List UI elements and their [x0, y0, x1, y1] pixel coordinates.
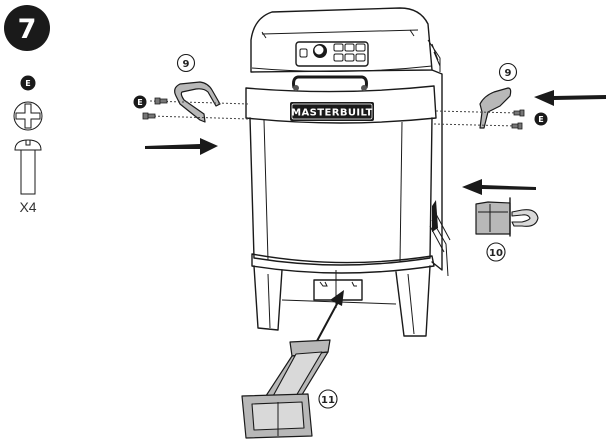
- screw-head-top-view-icon: [13, 101, 43, 131]
- callout-label: 10: [489, 248, 503, 259]
- hardware-quantity: X4: [19, 199, 36, 215]
- right-screw-badge: E: [534, 112, 548, 126]
- side-component-part: [475, 201, 511, 235]
- side-component-assembly: 10: [462, 179, 539, 262]
- left-screw-badge: E: [133, 95, 147, 109]
- callout-right-handle: 9: [498, 62, 518, 82]
- panel-button: [355, 43, 366, 52]
- hardware-badge-label: E: [25, 79, 30, 88]
- panel-button: [333, 43, 344, 52]
- handle-part: [174, 81, 221, 123]
- hardware-legend: E X4: [13, 75, 43, 215]
- svg-text:E: E: [137, 98, 142, 107]
- handle-part: [479, 87, 512, 129]
- callout-label: 11: [321, 395, 335, 406]
- panel-button: [355, 53, 366, 62]
- bottom-tray-assembly: 11: [241, 290, 344, 439]
- callout-left-handle: 9: [176, 53, 196, 73]
- screw-icon: [142, 112, 156, 120]
- callout-label: 9: [505, 68, 512, 79]
- arrow-left-icon: [534, 90, 606, 106]
- smoker-unit: MASTERBUILT: [245, 7, 451, 337]
- brand-plate: MASTERBUILT: [290, 102, 374, 121]
- callout-bottom-tray: 11: [318, 389, 338, 409]
- step-number-badge: 7: [4, 5, 50, 51]
- screw-icon: [511, 122, 523, 130]
- callout-side-component: 10: [486, 242, 506, 262]
- panel-button: [344, 53, 355, 62]
- callout-label: 9: [183, 59, 190, 70]
- svg-text:E: E: [538, 115, 543, 124]
- panel-button: [333, 53, 344, 62]
- arrow-left-icon: [462, 179, 536, 195]
- screw-side-view-icon: [14, 139, 42, 195]
- step-number: 7: [18, 14, 37, 45]
- panel-button: [344, 43, 355, 52]
- hardware-badge: E: [20, 75, 36, 91]
- right-handle-assembly: 9 E: [433, 62, 606, 130]
- arrow-right-icon: [145, 138, 218, 155]
- front-handle: [292, 75, 368, 91]
- panel-button: [299, 48, 308, 58]
- brand-logo: MASTERBUILT: [291, 108, 373, 119]
- control-panel: [295, 41, 369, 67]
- screw-icon: [513, 109, 525, 117]
- left-handle-assembly: 9 E: [133, 53, 251, 155]
- screw-icon: [154, 97, 168, 105]
